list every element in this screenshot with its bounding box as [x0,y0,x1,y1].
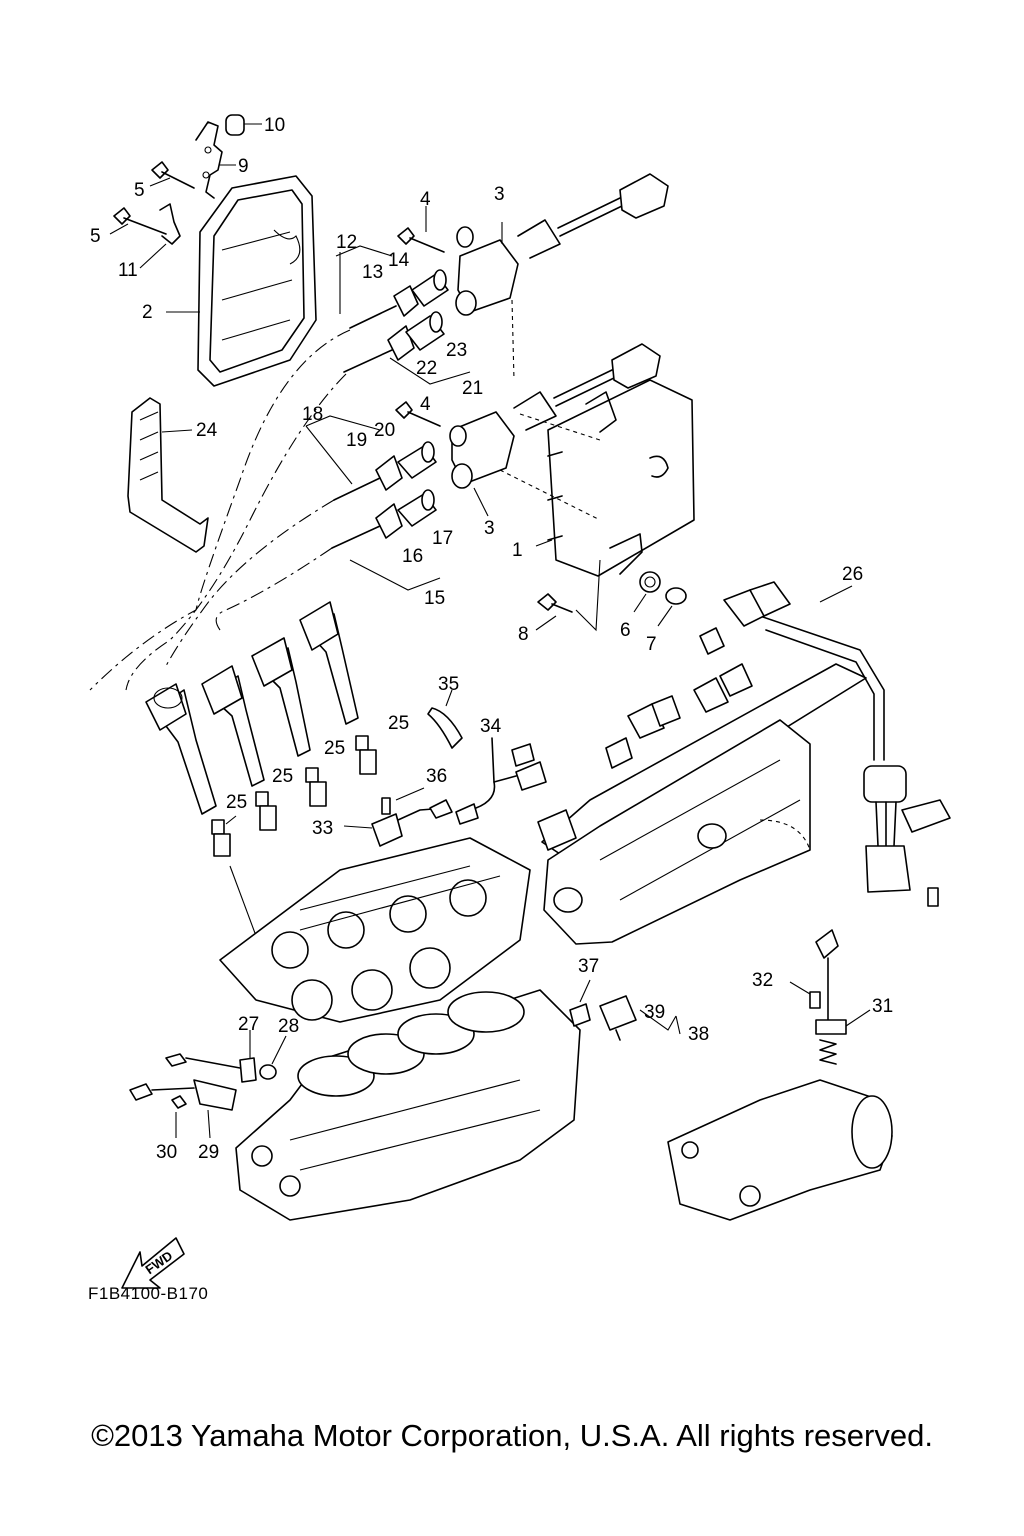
clip-part-11 [139,203,181,269]
harness-part-34 [469,737,547,811]
screw-part-32 [789,981,821,1009]
callout-11: 11 [118,260,138,281]
collar-part-7 [657,587,687,627]
forward-arrow-icon: FWD [121,1237,185,1289]
callout-29: 29 [198,1142,219,1163]
callout-37: 37 [578,956,599,977]
callout-23: 23 [446,340,467,361]
callout-35: 35 [438,674,459,695]
ignition-coil-part-3-lower [449,343,661,517]
plug-cap-part-16 [331,489,441,591]
sensor-part-33 [343,799,479,847]
callout-28: 28 [278,1016,299,1037]
bracket-part-24 [127,397,209,553]
bolt-part-36 [381,787,425,815]
sensor-part-37 [569,979,591,1027]
callout-24: 24 [196,420,218,441]
strap-part-35 [427,689,463,749]
callout-27: 27 [238,1014,259,1035]
screw-part-4-lower [395,401,441,427]
bolt-part-8 [535,559,601,632]
spark-plug-part-25-c [305,767,327,807]
sensor-part-31 [815,929,871,1065]
plug-cap-tube-1 [145,683,217,815]
intake-duct [667,1079,893,1221]
exploded-parts-diagram: FWD 10 9 5 5 11 2 4 3 12 13 14 23 22 21 … [89,114,951,1289]
plug-cap-tube-2 [201,665,265,787]
bracket-38-39 [639,1009,681,1035]
callout-12: 12 [336,232,357,253]
callout-18: 18 [302,404,323,425]
callout-8: 8 [518,624,529,645]
spark-plug-part-25-b [255,791,277,831]
gasket-part-28 [259,1035,287,1080]
callout-7: 7 [646,634,657,655]
callout-13: 13 [362,262,383,283]
grommet-part-6 [633,571,661,613]
screw-part-4-upper [397,206,445,253]
callout-31: 31 [872,996,893,1017]
callout-30: 30 [156,1142,177,1163]
sensor-part-29 [129,1079,237,1139]
callout-5-lower: 5 [90,226,101,247]
plug-cap-tube-3 [251,637,311,757]
bracket-part-9 [195,121,236,199]
cover-part-2 [166,175,317,387]
callout-33: 33 [312,818,333,839]
ignition-coil-part-3-upper [455,173,669,381]
callout-4-lower: 4 [420,394,431,415]
cylinder-block [235,989,581,1221]
cap-part-10 [225,114,262,136]
callout-1: 1 [512,540,523,561]
callout-9: 9 [238,156,249,177]
callout-34: 34 [480,716,502,737]
callout-25-a: 25 [226,792,247,813]
callout-4-upper: 4 [420,189,431,210]
callout-16: 16 [402,546,423,567]
callout-25-c: 25 [324,738,345,759]
figure-code: F1B4100-B170 [88,1284,209,1303]
callout-21: 21 [462,378,483,399]
plug-cap-part-22 [343,311,471,385]
plug-cap-tube-4 [299,601,359,725]
spark-plug-part-25-d [355,735,377,775]
ecu-part-1 [499,379,695,577]
callout-20: 20 [374,420,395,441]
callout-25-d: 25 [388,713,409,734]
callout-10: 10 [264,115,285,136]
callout-25-b: 25 [272,766,293,787]
intake-manifold [543,719,811,945]
callout-17: 17 [432,528,453,549]
callout-22: 22 [416,358,437,379]
callout-14: 14 [388,250,410,271]
callout-26: 26 [842,564,863,585]
cylinder-head [219,837,531,1023]
sensor-part-39 [599,995,637,1041]
callout-32: 32 [752,970,773,991]
spark-plug-part-25-a [211,815,237,857]
callout-labels: 10 9 5 5 11 2 4 3 12 13 14 23 22 21 24 4… [90,115,893,1163]
callout-5-upper: 5 [134,180,145,201]
callout-2: 2 [142,302,153,323]
wire-routes [89,329,351,691]
callout-6: 6 [620,620,631,641]
callout-39: 39 [644,1002,665,1023]
callout-3-lower: 3 [484,518,495,539]
screw-part-5-upper [149,161,195,189]
callout-36: 36 [426,766,447,787]
plug-cap-part-13 [335,245,449,329]
callout-38: 38 [688,1024,709,1045]
bolt-part-30 [171,1095,187,1138]
callout-19: 19 [346,430,367,451]
copyright-notice: ©2013 Yamaha Motor Corporation, U.S.A. A… [91,1418,933,1453]
plug-cap-part-19 [305,415,437,501]
callout-3-upper: 3 [494,184,505,205]
sensor-part-27 [165,1030,257,1083]
screw-part-5-lower [109,207,167,235]
callout-15: 15 [424,588,445,609]
